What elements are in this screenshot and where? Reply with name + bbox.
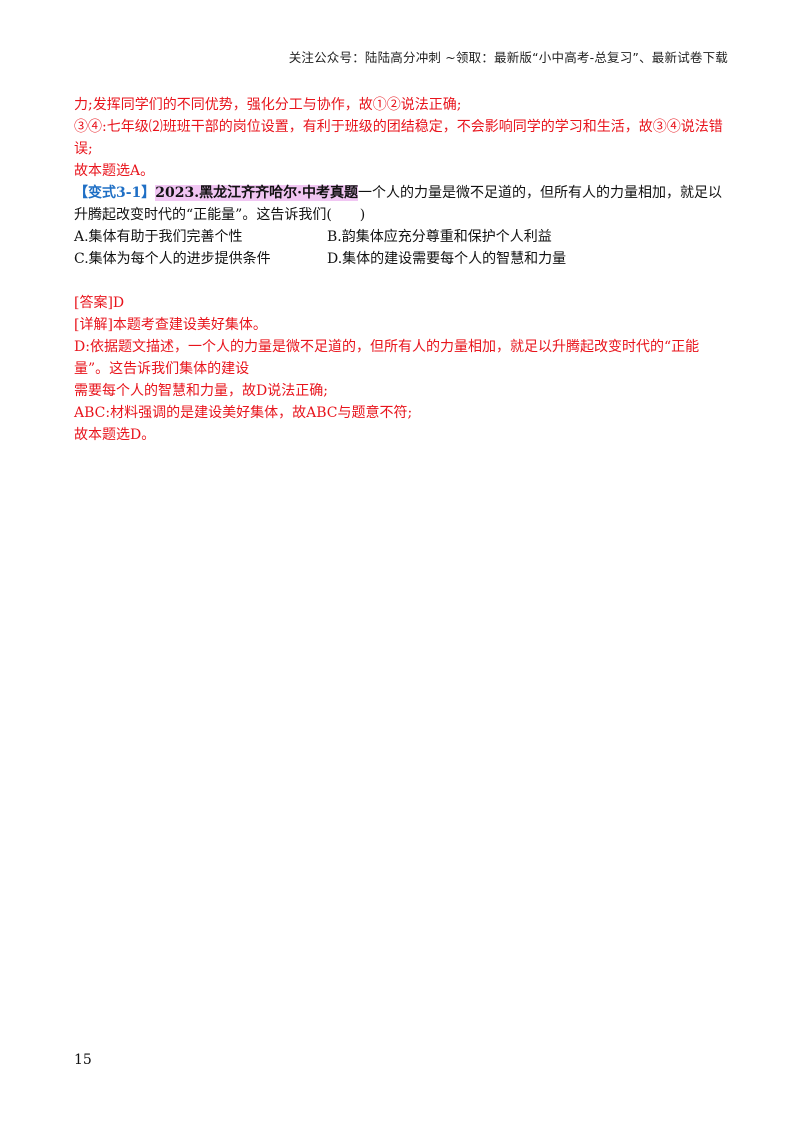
prev-answer-conclusion: 故本题选A。	[74, 163, 155, 179]
question-block: 【变式3-1】2023.黑龙江齐齐哈尔·中考真题一个人的力量是微不足道的，但所有…	[74, 182, 729, 226]
options-grid: A.集体有助于我们完善个性 B.韵集体应充分尊重和保护个人利益 C.集体为每个人…	[74, 226, 729, 270]
page-number: 15	[74, 1052, 92, 1068]
question-source: 2023.黑龙江齐齐哈尔·中考真题	[155, 185, 359, 201]
option-b: B.韵集体应充分尊重和保护个人利益	[327, 229, 552, 245]
detail-line: [详解]本题考查建设美好集体。	[74, 317, 267, 333]
detail-abc-line: ABC:材料强调的是建设美好集体，故ABC与题意不符;	[74, 405, 413, 421]
option-a: A.集体有助于我们完善个性	[74, 229, 243, 245]
answer-conclusion: 故本题选D。	[74, 427, 156, 443]
option-d: D.集体的建设需要每个人的智慧和力量	[327, 251, 567, 267]
page-content: 力;发挥同学们的不同优势，强化分工与协作，故①②说法正确; ③④:七年级⑵班班干…	[74, 94, 729, 446]
prev-answer-line-2: ③④:七年级⑵班班干部的岗位设置，有利于班级的团结稳定，不会影响同学的学习和生活…	[74, 119, 723, 157]
page-header: 关注公众号：陆陆高分冲刺 ~领取：最新版“小中高考-总复习”、最新试卷下载	[288, 50, 728, 65]
option-c: C.集体为每个人的进步提供条件	[74, 251, 271, 267]
question-tag: 【变式3-1】	[74, 185, 156, 201]
question-stem: 一个人的力量是微不足道的，但所有人的力量相加，就足以升腾起改变时代的“正能量”。…	[74, 185, 723, 223]
prev-answer-line-1: 力;发挥同学们的不同优势，强化分工与协作，故①②说法正确;	[74, 97, 462, 113]
detail-d-line: D:依据题文描述，一个人的力量是微不足道的，但所有人的力量相加，就足以升腾起改变…	[74, 339, 700, 377]
answer-line: [答案]D	[74, 295, 125, 311]
detail-d-line-2: 需要每个人的智慧和力量，故D说法正确;	[74, 383, 328, 399]
